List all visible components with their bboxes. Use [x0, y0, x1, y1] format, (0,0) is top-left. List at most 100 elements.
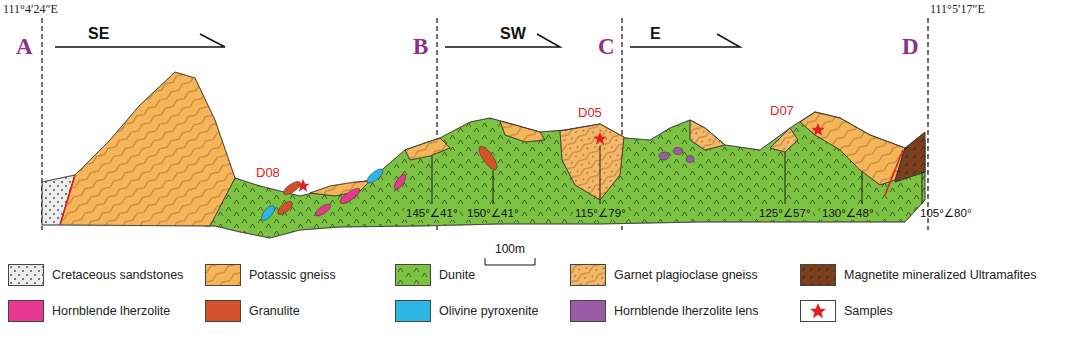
legend-text: Samples — [844, 304, 893, 318]
dip-label: 150°∠41° — [465, 207, 521, 220]
swatch-pattern — [396, 265, 430, 285]
leader-line — [922, 172, 923, 204]
pyroxenite-lens — [259, 204, 277, 223]
legend-text: Potassic gneiss — [249, 268, 336, 282]
legend-text: Hornblende lherzolite lens — [614, 304, 759, 318]
legend-text: Garnet plagioclase gneiss — [614, 268, 758, 282]
coordinate-label: 111°4′24″E — [3, 3, 58, 17]
legend-text: Hornblende lherzolite — [52, 304, 170, 318]
gneiss-body — [60, 72, 235, 226]
lherzolite-lens — [673, 148, 683, 155]
gneiss-body — [60, 72, 235, 226]
gneiss-body — [405, 138, 450, 160]
gneiss-body — [800, 112, 905, 185]
granulite-lens — [282, 179, 303, 197]
dip-label: 105°∠80° — [918, 207, 974, 220]
sample-star — [810, 303, 826, 318]
rock-units — [42, 72, 925, 238]
gneiss-body — [310, 181, 370, 196]
garnet-gneiss-body — [560, 124, 624, 200]
leader-line — [862, 172, 863, 204]
direction-label: SE — [88, 25, 109, 43]
garnet-gneiss-body — [690, 120, 725, 150]
dip-label: 130°∠48° — [820, 207, 876, 220]
dip-label: 145°∠41° — [404, 207, 460, 220]
section-letter: B — [413, 34, 428, 60]
sample-label: D05 — [578, 106, 602, 121]
garnet-gneiss-body — [770, 128, 798, 152]
swatch-pattern — [206, 265, 240, 285]
swatch-pattern — [801, 265, 835, 285]
fault-line — [885, 150, 903, 195]
swatch-pattern — [571, 265, 605, 285]
granulite-lens — [276, 199, 295, 217]
inclusions — [259, 144, 694, 223]
legend-swatch — [395, 300, 431, 322]
dunite-body — [205, 112, 925, 238]
swatch-pattern — [801, 265, 835, 285]
gneiss-body — [405, 138, 450, 160]
lherzolite-lens — [392, 173, 408, 192]
direction-arrow — [55, 34, 225, 47]
swatch-pattern — [571, 265, 605, 285]
legend-text: Cretaceous sandstones — [52, 268, 183, 282]
lherzolite-lens — [686, 156, 694, 163]
legend-text: Olivine pyroxenite — [439, 304, 538, 318]
swatch-pattern — [9, 265, 43, 285]
lherzolite-lens — [338, 186, 362, 206]
legend-swatch — [8, 264, 44, 286]
leader-lines — [432, 146, 922, 204]
legend-swatch — [570, 300, 606, 322]
sample-label: D08 — [256, 166, 280, 181]
lherzolite-lens — [659, 152, 669, 160]
direction-label: SW — [500, 25, 526, 43]
swatch-pattern — [9, 265, 43, 285]
legend-swatch — [395, 264, 431, 286]
section-letter: A — [16, 34, 33, 60]
legend-swatch — [8, 300, 44, 322]
gneiss-body — [500, 121, 545, 142]
leader-line — [493, 170, 494, 204]
sample-label: D07 — [770, 104, 794, 119]
legend-text: Magnetite mineralized Ultramafites — [844, 268, 1036, 282]
legend-swatch — [205, 300, 241, 322]
legend-star — [800, 300, 836, 322]
direction-label: E — [650, 25, 661, 43]
leader-line — [600, 146, 601, 204]
coordinate-label: 111°5′17″E — [930, 3, 985, 17]
sample-star — [593, 132, 606, 145]
dip-label: 125°∠57° — [757, 207, 813, 220]
dip-label: 115°∠79° — [573, 207, 628, 220]
garnet-gneiss-body — [770, 128, 798, 152]
section-letter: D — [902, 34, 919, 60]
direction-arrow — [630, 34, 740, 47]
legend-swatch — [570, 264, 606, 286]
lherzolite-lens — [314, 202, 333, 218]
section-line — [927, 18, 928, 230]
gneiss-body — [500, 121, 545, 142]
legend-text: Granulite — [249, 304, 300, 318]
swatch-pattern — [396, 265, 430, 285]
leader-line — [432, 156, 433, 204]
garnet-gneiss-body — [690, 120, 725, 150]
sample-stars — [296, 123, 824, 192]
leader-line — [785, 152, 786, 204]
gneiss-body — [800, 112, 905, 185]
dunite-body — [205, 112, 925, 238]
legend-text: Dunite — [439, 268, 475, 282]
scale-bar — [485, 258, 535, 265]
legend-swatch — [800, 264, 836, 286]
pyroxenite-lens — [365, 167, 385, 186]
legend-star — [800, 300, 836, 322]
legend-swatch — [205, 264, 241, 286]
gneiss-body — [310, 181, 370, 196]
granulite-lens — [476, 144, 500, 173]
swatch-frame — [801, 301, 836, 322]
sample-star — [811, 123, 824, 136]
garnet-gneiss-body — [560, 124, 624, 200]
faults — [60, 150, 903, 225]
scale-label: 100m — [495, 243, 525, 257]
swatch-pattern — [206, 265, 240, 285]
sample-star — [296, 179, 309, 192]
